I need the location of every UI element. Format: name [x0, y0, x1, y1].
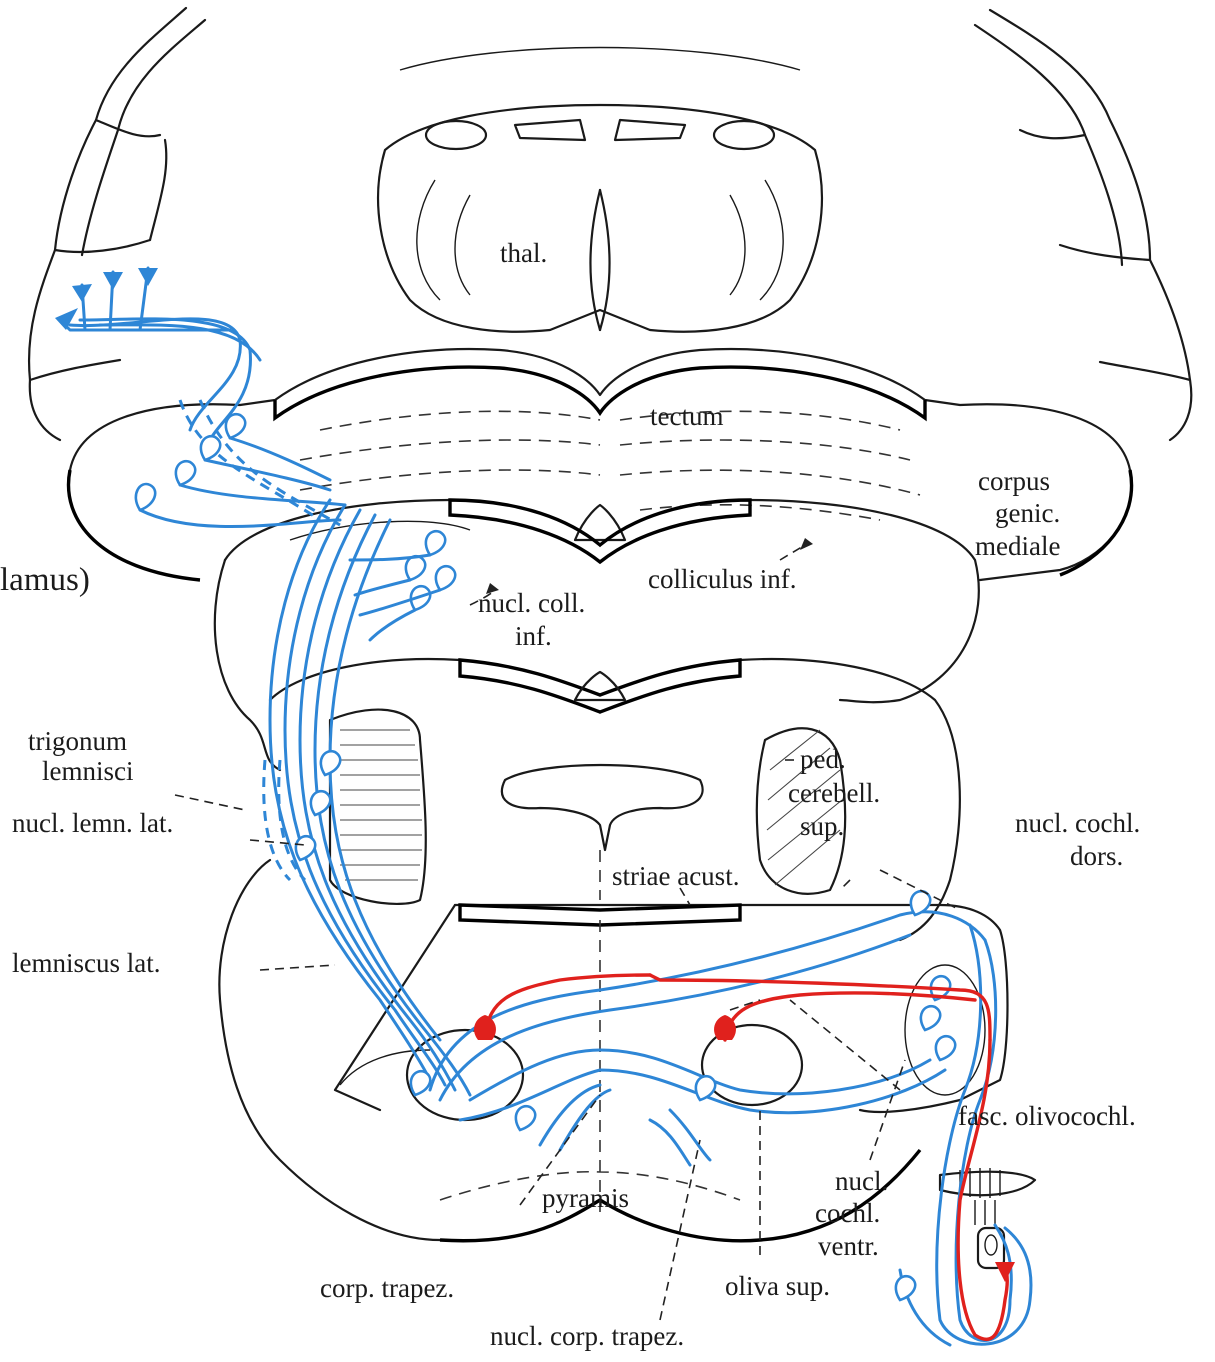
left-hemisphere-outline [29, 8, 205, 440]
label-nucl-cochl-dors-2: dors. [1070, 841, 1123, 871]
arrowhead-icon [72, 284, 92, 302]
arrowhead-icon [138, 268, 158, 286]
label-nucl-corp-trapez: nucl. corp. trapez. [490, 1321, 684, 1351]
label-colliculus-inf: colliculus inf. [648, 564, 796, 594]
label-ped-1: ped. [800, 744, 846, 774]
label-nucl-lemn-lat: nucl. lemn. lat. [12, 808, 173, 838]
arrowhead-icon [103, 272, 123, 290]
label-nucl-coll-inf-2: inf. [515, 621, 552, 651]
right-hemisphere-outline [975, 10, 1191, 440]
label-nucl-cochl-ventr-1: nucl. [835, 1166, 888, 1196]
label-thal: thal. [500, 238, 547, 268]
label-nucl-coll-inf-1: nucl. coll. [478, 588, 585, 618]
label-nucl-cochl-ventr-2: cochl. [815, 1198, 880, 1228]
label-fasc-olivocochl: fasc. olivocochl. [958, 1101, 1136, 1131]
label-thalamus-partial: lamus) [0, 562, 90, 598]
label-corpus-genic-1: corpus [978, 466, 1050, 496]
label-trigonum-1: trigonum [28, 726, 127, 756]
label-ped-2: cerebell. [788, 778, 880, 808]
label-pyramis: pyramis [542, 1183, 629, 1213]
label-oliva-sup: oliva sup. [725, 1271, 830, 1301]
label-nucl-cochl-ventr-3: ventr. [818, 1231, 879, 1261]
label-corpus-genic-2: genic. [995, 498, 1060, 528]
label-striae-acust: striae acust. [612, 861, 739, 891]
label-ped-3: sup. [800, 811, 844, 841]
label-tectum: tectum [650, 401, 723, 431]
arrowhead-icon [800, 538, 813, 550]
cochlea-sketch [940, 1168, 1035, 1268]
thalamus-section [378, 48, 822, 332]
label-corpus-genic-3: mediale [975, 531, 1060, 561]
label-nucl-cochl-dors-1: nucl. cochl. [1015, 808, 1140, 838]
label-corp-trapez: corp. trapez. [320, 1273, 454, 1303]
label-lemniscus-lat: lemniscus lat. [12, 948, 160, 978]
label-trigonum-2: lemnisci [42, 756, 133, 786]
